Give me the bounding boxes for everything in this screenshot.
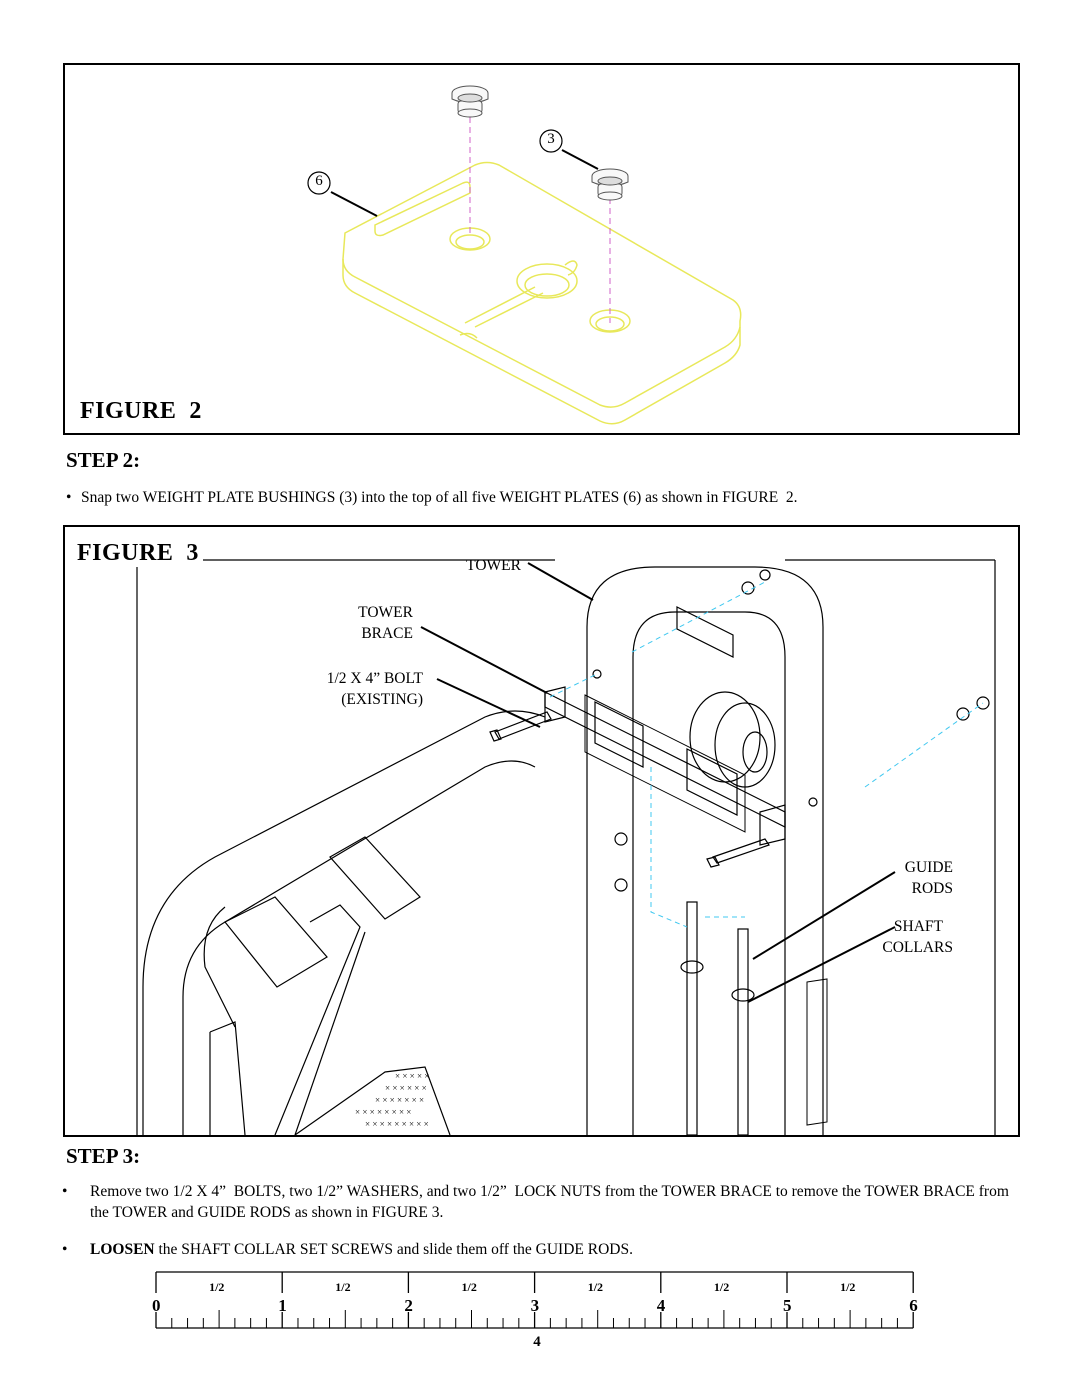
- step-3-text-2-bold: LOOSEN: [90, 1241, 155, 1258]
- ruler-number-label: 2: [404, 1296, 413, 1315]
- ruler-half-label: 1/2: [714, 1280, 729, 1294]
- label-shaft-collars: SHAFT COLLARS: [855, 916, 953, 958]
- figure-3-title: FIGURE 3: [77, 540, 203, 567]
- label-shaft-collars-line1: SHAFT: [893, 918, 943, 935]
- label-tower: TOWER: [466, 557, 521, 574]
- callout-circle-6: [307, 171, 331, 195]
- svg-text:× × × × ×: × × × × ×: [395, 1071, 429, 1081]
- step-3-text-2: LOOSEN the SHAFT COLLAR SET SCREWS and s…: [90, 1239, 990, 1260]
- ruler-number-label: 1: [278, 1296, 287, 1315]
- ruler-number-label: 5: [783, 1296, 792, 1315]
- label-shaft-collars-line2: COLLARS: [882, 939, 953, 956]
- step-3-bullet-1: •: [62, 1183, 68, 1200]
- label-guide-rods-line2: RODS: [911, 880, 953, 897]
- svg-text:× × × × × × × ×: × × × × × × × ×: [355, 1107, 411, 1117]
- label-guide-rods: GUIDE RODS: [865, 857, 953, 899]
- step-3-text-2-rest: the SHAFT COLLAR SET SCREWS and slide th…: [154, 1241, 633, 1258]
- ruler-number-label: 3: [531, 1296, 540, 1315]
- step-3-bullet-2: •: [62, 1241, 68, 1258]
- svg-text:× × × × × ×: × × × × × ×: [385, 1083, 427, 1093]
- figure-3-box: × × × × × × × × × × × × × × × × × × × × …: [63, 525, 1020, 1137]
- ruler-number-label: 4: [657, 1296, 666, 1315]
- figure-2-box: 3 6 FIGURE 2: [63, 63, 1020, 435]
- ruler-half-label: 1/2: [840, 1280, 855, 1294]
- step-2-heading: STEP 2:: [66, 448, 141, 472]
- label-guide-rods-line1: GUIDE: [904, 859, 953, 876]
- svg-text:× × × × × × ×: × × × × × × ×: [375, 1095, 424, 1105]
- step-3-heading: STEP 3:: [66, 1144, 141, 1168]
- step-2-bullet: •: [66, 489, 72, 506]
- label-bolt-line1: 1/2 X 4” BOLT: [326, 670, 423, 687]
- callout-6-label: 6: [315, 173, 323, 189]
- ruler-half-label: 1/2: [335, 1280, 350, 1294]
- label-tower-brace-line2: BRACE: [361, 625, 413, 642]
- step-2-text: Snap two WEIGHT PLATE BUSHINGS (3) into …: [81, 489, 798, 506]
- ruler-half-label: 1/2: [209, 1280, 224, 1294]
- svg-text:× × × × × × × × ×: × × × × × × × × ×: [365, 1119, 429, 1129]
- step-3-text-1: Remove two 1/2 X 4” BOLTS, two 1/2” WASH…: [90, 1183, 1013, 1221]
- label-tower-brace-line1: TOWER: [358, 604, 413, 621]
- weight-plate-drawing: [307, 85, 742, 425]
- label-bolt-line2: (EXISTING): [341, 691, 423, 708]
- tower-assembly-drawing: × × × × × × × × × × × × × × × × × × × × …: [136, 559, 996, 1135]
- label-tower-brace: TOWER BRACE: [321, 602, 413, 644]
- ruler-half-label: 1/2: [462, 1280, 477, 1294]
- ruler-number-label: 0: [152, 1296, 161, 1315]
- page-number: 4: [533, 1334, 541, 1350]
- ruler-number-label: 6: [909, 1296, 918, 1315]
- label-bolt: 1/2 X 4” BOLT (EXISTING): [291, 668, 423, 710]
- ruler: 0 1/2 1 1/2 2 1/2 3 1/2 4 1/2 5 1/2 6: [150, 1268, 925, 1333]
- callout-circle-3: [539, 129, 563, 153]
- ruler-half-label: 1/2: [588, 1280, 603, 1294]
- callout-3-label: 3: [547, 131, 555, 147]
- ruler-scale: 0 1/2 1 1/2 2 1/2 3 1/2 4 1/2 5 1/2 6: [152, 1271, 918, 1329]
- figure-2-title: FIGURE 2: [80, 398, 202, 424]
